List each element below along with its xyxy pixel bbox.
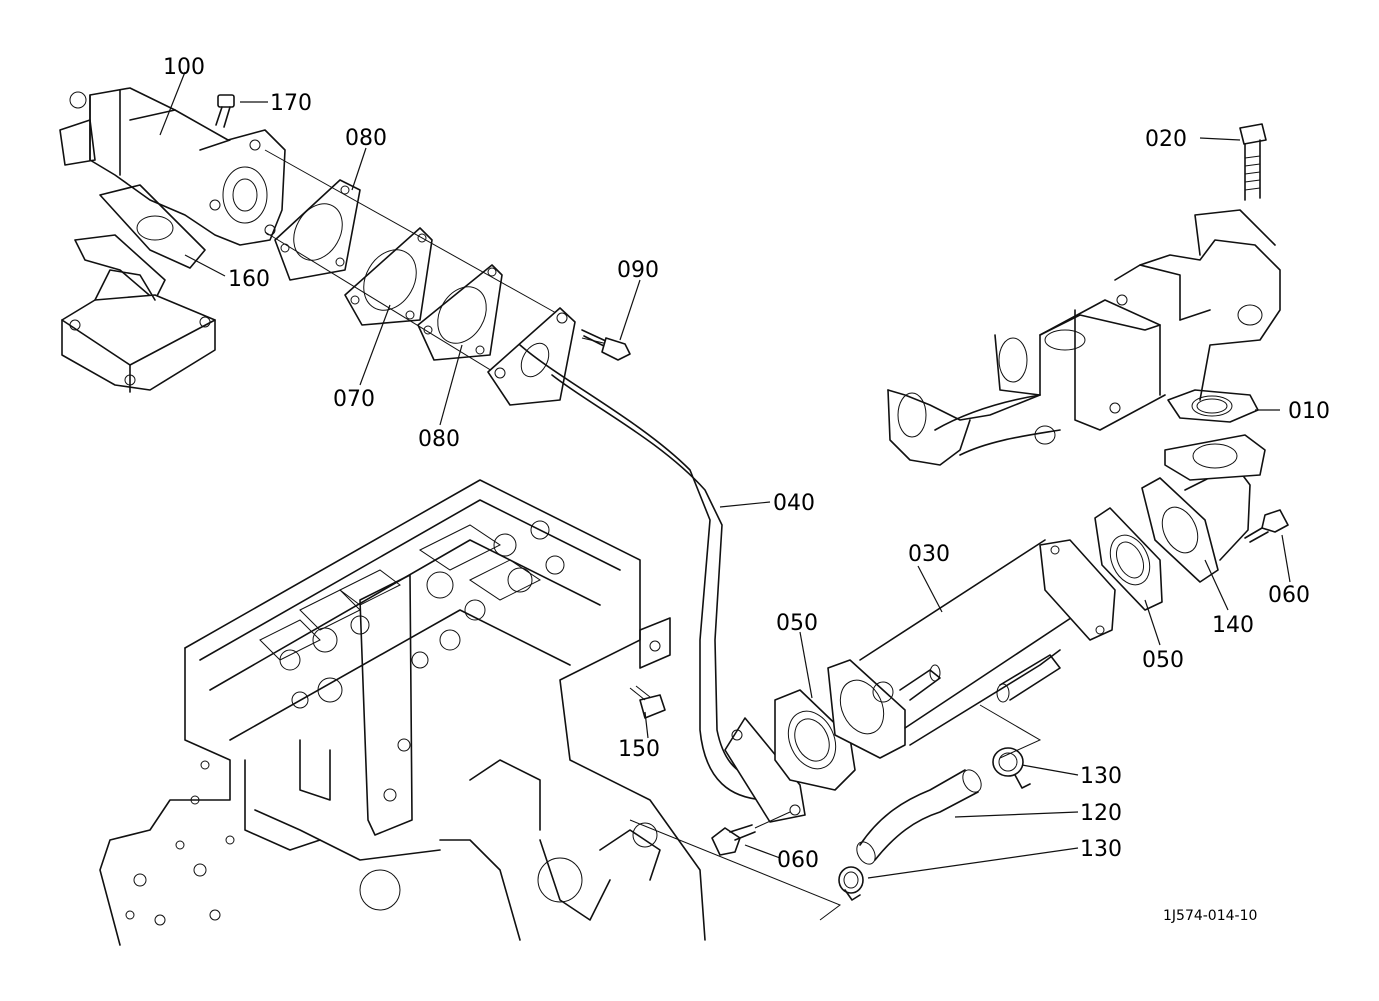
- bolt-090: [581, 329, 631, 361]
- bolt-060-right: [1244, 509, 1289, 543]
- gasket-050-right: [1094, 507, 1163, 611]
- label-070: 070: [333, 387, 375, 412]
- intake-adapter: [61, 234, 216, 393]
- egr-valve: [59, 87, 286, 246]
- bolt-150: [629, 685, 666, 719]
- label-150: 150: [618, 737, 660, 762]
- label-060-lower: 060: [777, 848, 819, 873]
- label-140: 140: [1212, 613, 1254, 638]
- label-050-left: 050: [776, 611, 818, 636]
- label-170: 170: [270, 91, 312, 116]
- gasket-160: [99, 184, 206, 269]
- exhaust-manifold: [887, 209, 1281, 466]
- plate-070: [344, 227, 433, 326]
- flange-140: [1141, 434, 1266, 583]
- label-020: 020: [1145, 127, 1187, 152]
- label-130-lower: 130: [1080, 837, 1122, 862]
- label-060-right: 060: [1268, 583, 1310, 608]
- label-100: 100: [163, 55, 205, 80]
- bolt-020: [1239, 123, 1267, 201]
- gasket-050-left: [774, 689, 856, 791]
- label-010: 010: [1288, 399, 1330, 424]
- gasket-080-upper: [274, 179, 361, 281]
- part-labels: 100 170 080 160 070 080 090 040 030 050 …: [163, 55, 1330, 924]
- hose-position-lines: [629, 704, 1042, 921]
- gasket-010: [1167, 389, 1259, 423]
- label-090: 090: [617, 258, 659, 283]
- gasket-080-lower: [417, 264, 503, 361]
- hose-120: [856, 769, 982, 865]
- clamp-130-lower: [838, 866, 864, 901]
- engine-block: [99, 479, 706, 946]
- label-120: 120: [1080, 801, 1122, 826]
- bolt-060-lower: [711, 811, 791, 856]
- clamp-130-upper: [992, 747, 1031, 789]
- label-030: 030: [908, 542, 950, 567]
- label-160: 160: [228, 267, 270, 292]
- label-080-lower: 080: [418, 427, 460, 452]
- egr-cooler-030: [827, 539, 1116, 759]
- label-130-upper: 130: [1080, 764, 1122, 789]
- drawing-code: 1J574-014-10: [1163, 908, 1257, 924]
- egr-pipe-040: [487, 307, 806, 823]
- bolt-170: [215, 94, 235, 128]
- label-080-upper: 080: [345, 126, 387, 151]
- label-040: 040: [773, 491, 815, 516]
- leader-lines: [159, 71, 1291, 879]
- label-050-right: 050: [1142, 648, 1184, 673]
